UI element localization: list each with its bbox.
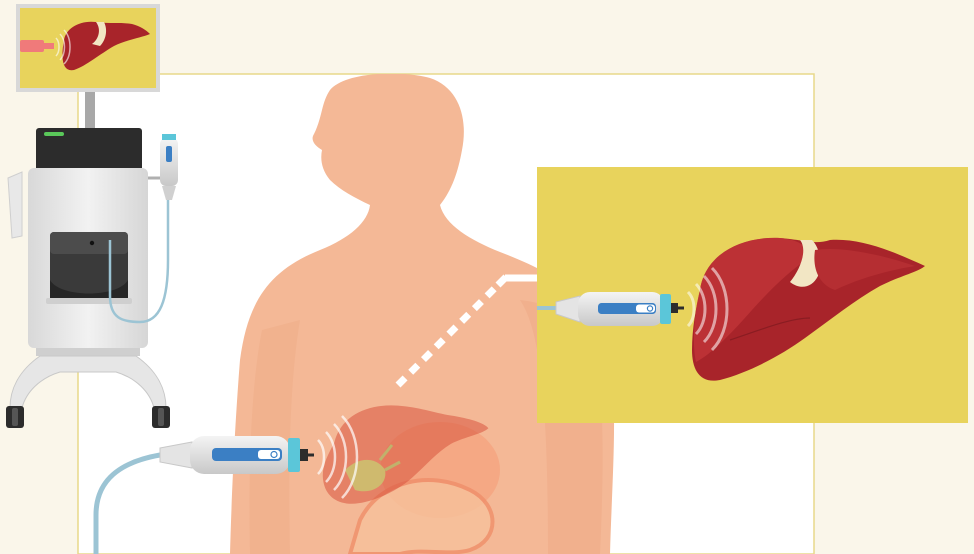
liver-zoom-inset (537, 167, 968, 423)
monitor-icon (16, 4, 160, 92)
